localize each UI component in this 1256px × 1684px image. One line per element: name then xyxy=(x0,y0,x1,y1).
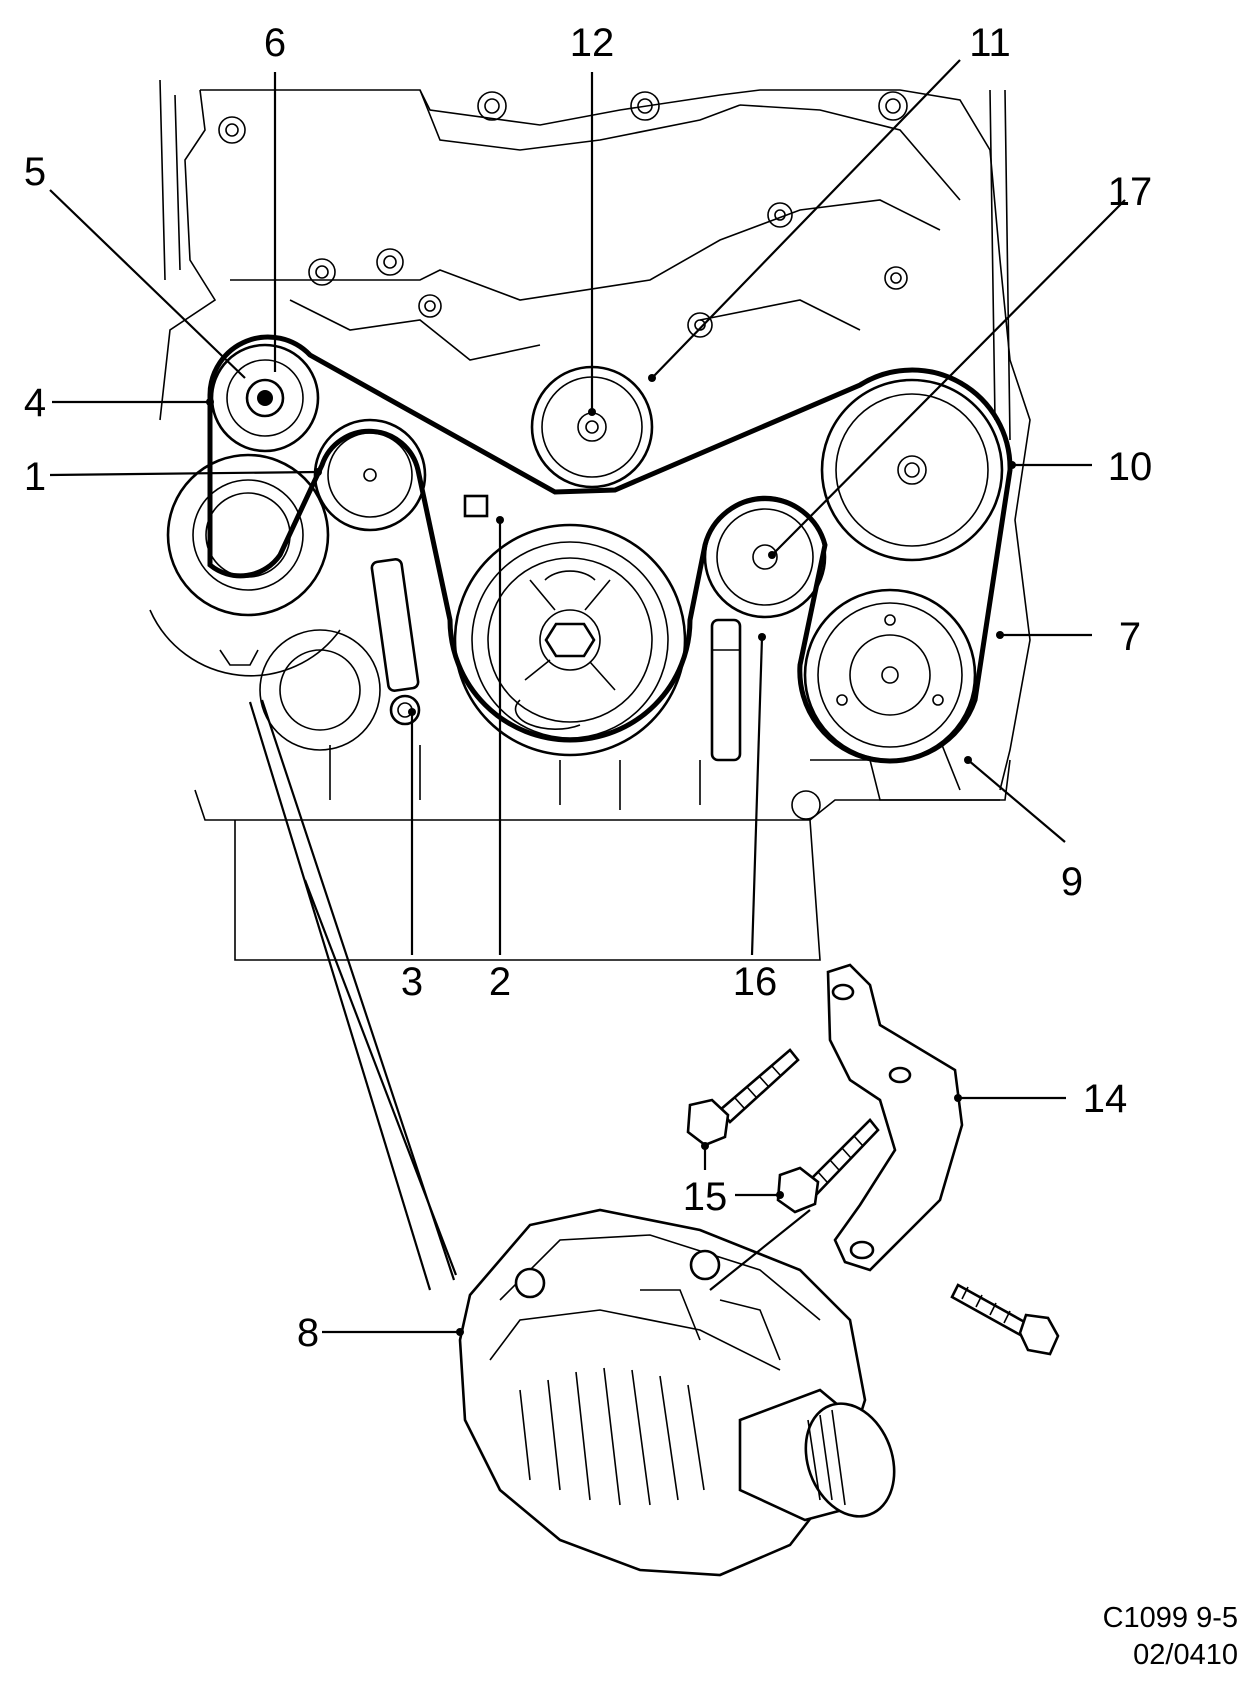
drawing-code-line-1: C1099 9-5 xyxy=(1103,1602,1238,1634)
alternator-bracket xyxy=(826,963,964,1272)
drawing-code-line-2: 02/0410 xyxy=(1133,1639,1238,1671)
alternator xyxy=(458,1208,896,1577)
bolt-lower-right xyxy=(950,1283,1060,1356)
bolt-upper-left xyxy=(686,1048,800,1147)
callout-5: 5 xyxy=(24,150,46,194)
callout-14: 14 xyxy=(1083,1077,1128,1121)
alignment-line-c xyxy=(303,879,458,1276)
callout-4: 4 xyxy=(24,381,46,425)
callout-6: 6 xyxy=(264,21,286,65)
power-steering-pulley xyxy=(820,378,1004,562)
callout-15: 15 xyxy=(683,1175,728,1219)
poly-v-belt xyxy=(207,334,1013,764)
callout-1: 1 xyxy=(24,455,46,499)
callout-labels: 6 12 11 5 17 4 1 10 7 9 3 2 16 14 15 8 xyxy=(24,21,1152,1355)
callout-12: 12 xyxy=(570,21,615,65)
callout-16: 16 xyxy=(733,960,778,1004)
water-pump-pulley xyxy=(530,365,654,489)
callout-8: 8 xyxy=(297,1311,319,1355)
idler-pulley xyxy=(313,418,427,532)
callout-2: 2 xyxy=(489,960,511,1004)
leader-dots xyxy=(206,374,1016,1336)
callout-11: 11 xyxy=(969,21,1011,65)
tensioner-damper-right xyxy=(710,618,742,762)
bolt-middle xyxy=(776,1118,880,1214)
callout-10: 10 xyxy=(1108,445,1153,489)
callout-7: 7 xyxy=(1119,615,1141,659)
callout-17: 17 xyxy=(1108,170,1153,214)
callout-9: 9 xyxy=(1061,860,1083,904)
alignment-line-a xyxy=(248,701,432,1291)
crankshaft-pulley xyxy=(453,523,687,757)
callout-3: 3 xyxy=(401,960,423,1004)
ac-compressor-pulley xyxy=(803,588,977,762)
leader-lines xyxy=(49,59,1126,1334)
